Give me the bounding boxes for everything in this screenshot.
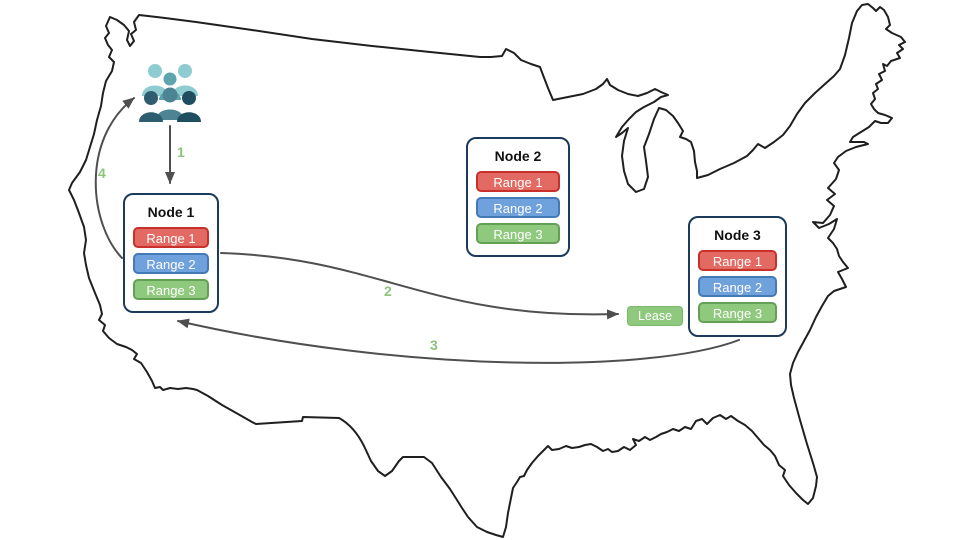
arrow-step-2	[220, 252, 619, 320]
node-3-box: Node 3 Range 1 Range 2 Range 3	[688, 216, 787, 337]
us-map-outline	[68, 3, 906, 538]
arrow-step-4	[94, 97, 135, 259]
user-front-left	[139, 91, 163, 122]
node-2-title: Node 2	[494, 148, 542, 164]
arrow-step-3	[177, 318, 740, 364]
user-front-center	[156, 87, 184, 120]
step-label-4: 4	[98, 165, 106, 181]
node-2-range-3: Range 3	[476, 223, 560, 244]
node-3-range-2: Range 2	[698, 276, 777, 297]
user-front-right	[177, 91, 201, 122]
node-3-range-1: Range 1	[698, 250, 777, 271]
node-2-range-1: Range 1	[476, 171, 560, 192]
node-1-title: Node 1	[147, 204, 195, 220]
node-2-box: Node 2 Range 1 Range 2 Range 3	[466, 137, 570, 257]
node-1-range-1: Range 1	[133, 227, 209, 248]
node-3-range-3: Range 3	[698, 302, 777, 323]
node-2-range-2: Range 2	[476, 197, 560, 218]
step-label-1: 1	[177, 144, 185, 160]
step-label-3: 3	[430, 337, 438, 353]
users-group-icon	[139, 64, 201, 122]
lease-badge: Lease	[627, 306, 683, 326]
node-3-title: Node 3	[714, 227, 761, 243]
node-1-range-3: Range 3	[133, 279, 209, 300]
node-1-range-2: Range 2	[133, 253, 209, 274]
step-label-2: 2	[384, 283, 392, 299]
node-1-box: Node 1 Range 1 Range 2 Range 3	[123, 193, 219, 313]
